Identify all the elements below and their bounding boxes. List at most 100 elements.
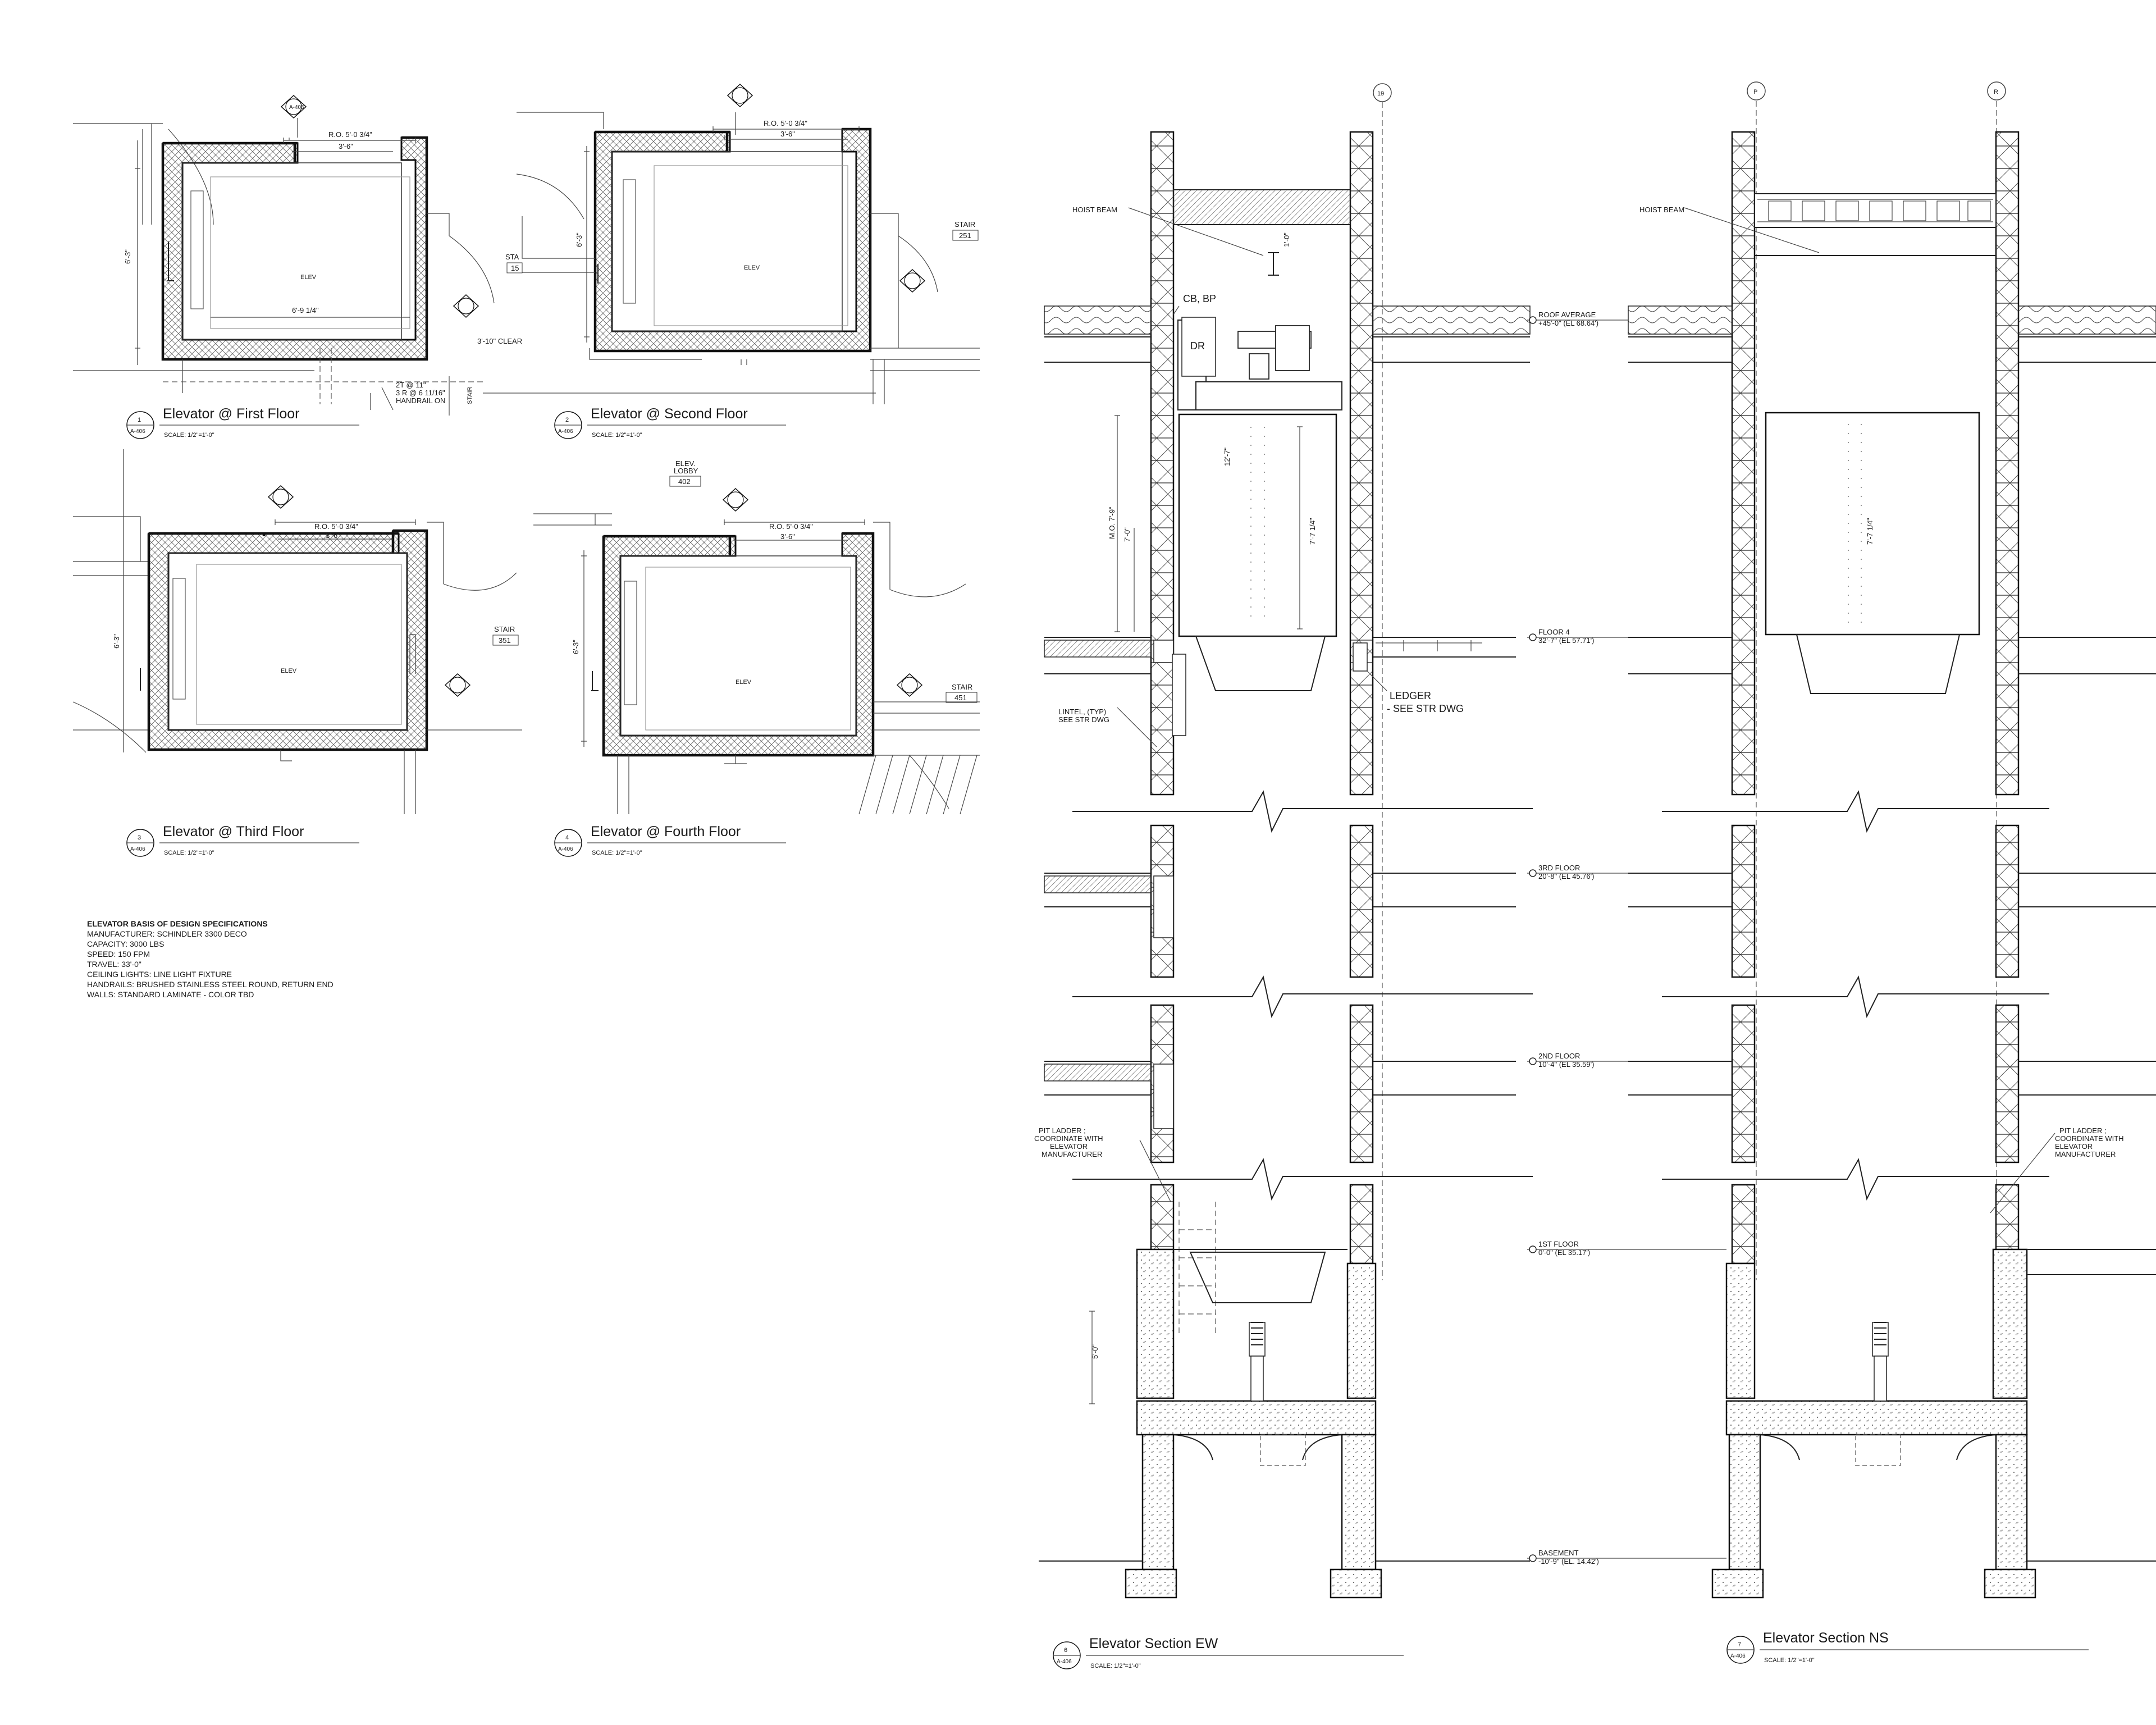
ns-pit-slab xyxy=(1725,1400,2028,1436)
plan3-scale: SCALE: 1/2"=1'-0" xyxy=(164,850,214,856)
plan1-scale: SCALE: 1/2"=1'-0" xyxy=(164,432,214,439)
pit-ladder-4: MANUFACTURER xyxy=(1042,1150,1102,1158)
ns-pit-ladder-4: MANUFACTURER xyxy=(2055,1150,2116,1158)
plan-third-floor: R.O. 5'-0 3/4" 3'-6" 6'-3" ELEV STAIR 35… xyxy=(72,449,522,857)
ns-pit-ladder-3: ELEVATOR xyxy=(2055,1142,2093,1151)
plan4-number: 4 xyxy=(565,834,569,841)
plan2-stair-left: STA xyxy=(505,253,519,261)
plan1-stair-note-3: HANDRAIL ON xyxy=(396,396,445,405)
ns-hoist-beam-label: HOIST BEAM xyxy=(1639,206,1684,214)
plan1-stair-tag: STAIR xyxy=(467,386,473,404)
level-name: 2ND FLOOR xyxy=(1538,1052,1580,1060)
elevator-specifications: ELEVATOR BASIS OF DESIGN SPECIFICATIONS … xyxy=(87,919,334,999)
pit-slab xyxy=(1136,1400,1377,1436)
shaft-wall-left xyxy=(1731,824,1756,978)
level-tag: BASEMENT -10'-9" (EL. 14.42') xyxy=(1527,1549,1726,1566)
break-line xyxy=(1072,1158,1533,1201)
plan1-title: Elevator @ First Floor xyxy=(163,406,299,422)
plan2-sheet: A-406 xyxy=(558,428,573,435)
section-marker-icon: A-406 xyxy=(280,94,307,119)
svg-text:A-406: A-406 xyxy=(289,104,304,111)
section-marker-icon xyxy=(453,294,479,318)
mo-sub-dim: 7'-0" xyxy=(1123,527,1131,542)
level-elev: +45'-0" (EL 68.64') xyxy=(1538,319,1598,327)
shaft-wall-right xyxy=(1349,1184,1374,1265)
section-ew-scale: SCALE: 1/2"=1'-0" xyxy=(1090,1663,1141,1669)
level-tag: 2ND FLOOR 10'-4" (EL 35.59') xyxy=(1527,1052,1628,1069)
plan3-sheet: A-406 xyxy=(130,846,145,852)
plan1-title-block: 1 A-406 Elevator @ First Floor SCALE: 1/… xyxy=(126,406,359,439)
plan1-number: 1 xyxy=(138,417,141,423)
shaft-wall-left xyxy=(1150,131,1175,796)
specs-line: SPEED: 150 FPM xyxy=(87,950,150,959)
level-elev: 10'-4" (EL 35.59') xyxy=(1538,1060,1594,1069)
section-ns-sheet: A-406 xyxy=(1730,1653,1746,1659)
level-name: 3RD FLOOR xyxy=(1538,864,1580,872)
level-name: 1ST FLOOR xyxy=(1538,1240,1579,1248)
grid-label-r: R xyxy=(1994,89,1998,95)
pit-ladder-2: COORDINATE WITH xyxy=(1034,1134,1103,1143)
section-ew-title-block: 6 A-406 Elevator Section EW SCALE: 1/2"=… xyxy=(1053,1636,1404,1669)
cbbp-label: CB, BP xyxy=(1183,293,1216,304)
plan3-stair-tag: STAIR xyxy=(494,625,515,633)
plan4-title-block: 4 A-406 Elevator @ Fourth Floor SCALE: 1… xyxy=(554,824,786,857)
plan4-sheet: A-406 xyxy=(558,846,573,852)
specs-line: WALLS: STANDARD LAMINATE - COLOR TBD xyxy=(87,990,254,999)
plan-first-floor: R.O. 5'-0 3/4" 3'-6" 6'-9 1/4" 6'-3" ELE… xyxy=(73,94,876,439)
plan3-door-dim: 3'-6" xyxy=(326,531,340,540)
elevator-cab xyxy=(1178,413,1337,637)
plan2-scale: SCALE: 1/2"=1'-0" xyxy=(592,432,642,439)
plan2-room-label: ELEV xyxy=(744,264,760,271)
hoist-beam-label: HOIST BEAM xyxy=(1072,206,1117,214)
shaft-wall-right xyxy=(1349,131,1374,796)
plan1-door-dim: 3'-6" xyxy=(339,142,353,150)
plan2-title-block: 2 A-406 Elevator @ Second Floor SCALE: 1… xyxy=(554,406,786,439)
buffer-spring-icon xyxy=(1251,1322,1263,1345)
plan1-stair-note-2: 3 R @ 6 11/16" xyxy=(396,389,445,397)
ledger-label-1: LEDGER xyxy=(1390,690,1431,701)
section-ew-sheet: A-406 xyxy=(1057,1659,1072,1665)
ns-pit-ladder-1: PIT LADDER ; xyxy=(2059,1126,2107,1135)
shaft-wall-right xyxy=(1995,824,2020,978)
shaft-wall-right xyxy=(1349,1004,1374,1163)
plan2-stair-tag: STAIR xyxy=(954,220,975,229)
plan4-ro-dim: R.O. 5'-0 3/4" xyxy=(769,522,813,531)
plan2-ro-dim: R.O. 5'-0 3/4" xyxy=(764,119,807,127)
plan4-lobby-line1: ELEV. xyxy=(675,459,696,468)
grid-label-19: 19 xyxy=(1377,90,1384,97)
level-name: ROOF AVERAGE xyxy=(1538,311,1596,319)
plan3-depth-dim: 6'-3" xyxy=(112,634,121,649)
plan1-depth-dim: 6'-3" xyxy=(124,249,132,264)
lintel-label-2: SEE STR DWG xyxy=(1058,715,1109,724)
specs-line: CAPACITY: 3000 LBS xyxy=(87,939,164,948)
plan4-title: Elevator @ Fourth Floor xyxy=(591,824,741,839)
ns-pit-wall-right xyxy=(1992,1248,2028,1399)
break-line xyxy=(1662,790,2049,833)
plan3-ro-dim: R.O. 5'-0 3/4" xyxy=(314,522,358,531)
plan-second-floor: R.O. 5'-0 3/4" 3'-6" 6'-3" ELEV STA 15 S… xyxy=(505,83,980,439)
grid-bubble-19 xyxy=(1373,83,1392,102)
plan4-lobby-line2: LOBBY xyxy=(674,467,698,475)
plan2-title: Elevator @ Second Floor xyxy=(591,406,748,422)
shaft-wall-left xyxy=(1731,131,1756,796)
specs-line: MANUFACTURER: SCHINDLER 3300 DECO xyxy=(87,929,247,938)
pit-depth-dim: 5'-0" xyxy=(1091,1344,1099,1359)
level-tag: 3RD FLOOR 20'-8" (EL 45.76') xyxy=(1527,864,1628,880)
plan2-number: 2 xyxy=(565,417,569,423)
plan3-title-block: 3 A-406 Elevator @ Third Floor SCALE: 1/… xyxy=(126,824,359,857)
level-tag: 1ST FLOOR 0'-0" (EL 35.17') xyxy=(1527,1240,1726,1257)
grid-bubble-r xyxy=(1987,81,2006,101)
plan1-stair-note-1: 2T @ 11" xyxy=(396,381,426,389)
plan4-stair-num: 451 xyxy=(954,693,967,702)
section-ew: 19 HOIST BEAM 1'-0" DR CB, BP xyxy=(1034,83,1533,1669)
grid-label-p: P xyxy=(1753,89,1757,95)
mo-dim: M.O. 7'-9" xyxy=(1108,506,1116,539)
section-marker-icon xyxy=(896,673,923,697)
shaft-wall-right xyxy=(1995,131,2020,796)
shaft-wall-left xyxy=(1731,1004,1756,1163)
break-line xyxy=(1072,790,1533,833)
shaft-wall-right xyxy=(1349,824,1374,978)
plan1-room-label: ELEV xyxy=(300,274,317,281)
section-marker-icon xyxy=(727,83,753,108)
